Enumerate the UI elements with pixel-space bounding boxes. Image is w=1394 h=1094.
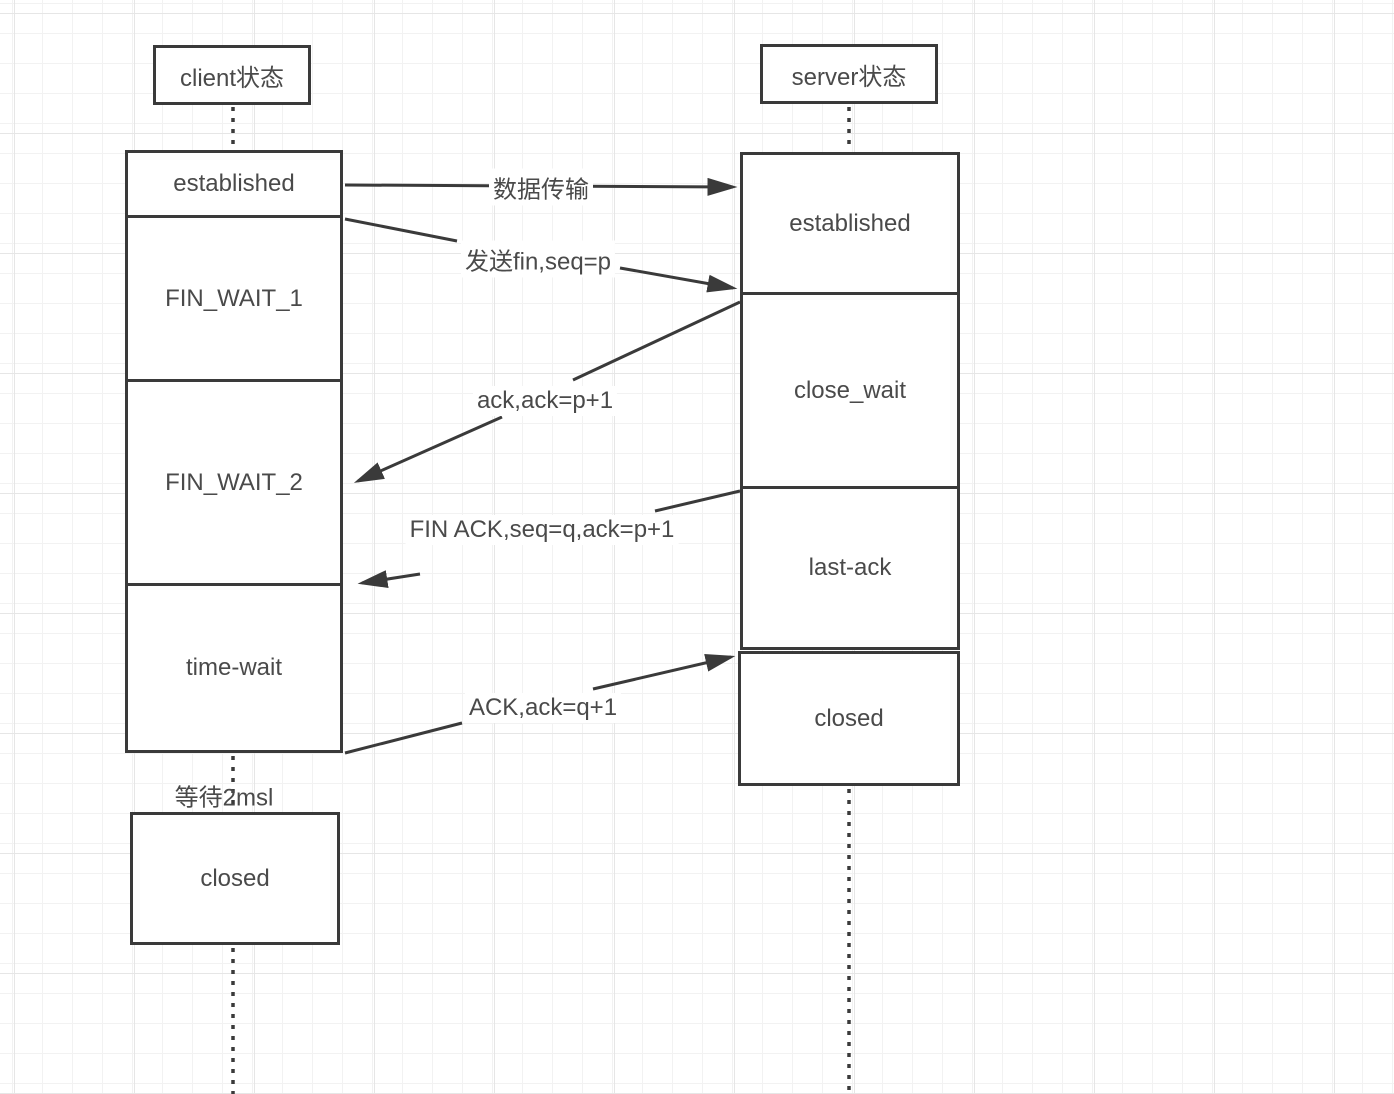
client-state-fin-wait-2: FIN_WAIT_2 [128, 382, 340, 586]
arrow-fin-seq-p-start [344, 217, 458, 243]
arrow-ack-p1-end [353, 415, 503, 483]
arrow-ack-p1-start [572, 300, 741, 382]
client-state-time-wait: time-wait [185, 654, 282, 681]
server-state-stack: established close_wait last-ack [740, 152, 960, 650]
message-label-fin-seq-p: 发送fin,seq=p [460, 240, 616, 278]
client-state-established: established [128, 153, 340, 218]
client-header-box: client状态 [153, 45, 311, 105]
message-label-finack: FIN ACK,seq=q,ack=p+1 [405, 515, 679, 545]
server-closed-box: closed [738, 651, 960, 786]
client-closed-box: closed [130, 812, 340, 945]
server-state-close-wait: close_wait [743, 295, 957, 489]
arrow-ack-q1-start [344, 721, 463, 755]
server-closed-label: closed [814, 704, 884, 732]
message-label-ack-q1: ACK,ack=q+1 [464, 693, 622, 723]
arrow-fin-seq-p-end [619, 266, 738, 293]
arrow-finack-end [357, 570, 421, 588]
client-state-fin-wait-1: FIN_WAIT_1 [128, 218, 340, 382]
server-state-last-ack: last-ack [808, 554, 892, 581]
server-state-established: established [743, 155, 957, 295]
client-state-stack: established FIN_WAIT_1 FIN_WAIT_2 time-w… [125, 150, 343, 753]
server-header-box: server状态 [760, 44, 938, 104]
arrow-finack-start [654, 489, 741, 513]
server-header-label: server状态 [791, 63, 907, 91]
arrow-ack-q1-end [592, 653, 736, 691]
message-label-ack-p1: ack,ack=p+1 [472, 386, 618, 416]
client-closed-label: closed [200, 864, 270, 892]
message-label-data-transfer: 数据传输 [489, 168, 593, 206]
wait-2msl-note: 等待2msl [174, 784, 274, 812]
client-header-label: client状态 [179, 64, 285, 92]
